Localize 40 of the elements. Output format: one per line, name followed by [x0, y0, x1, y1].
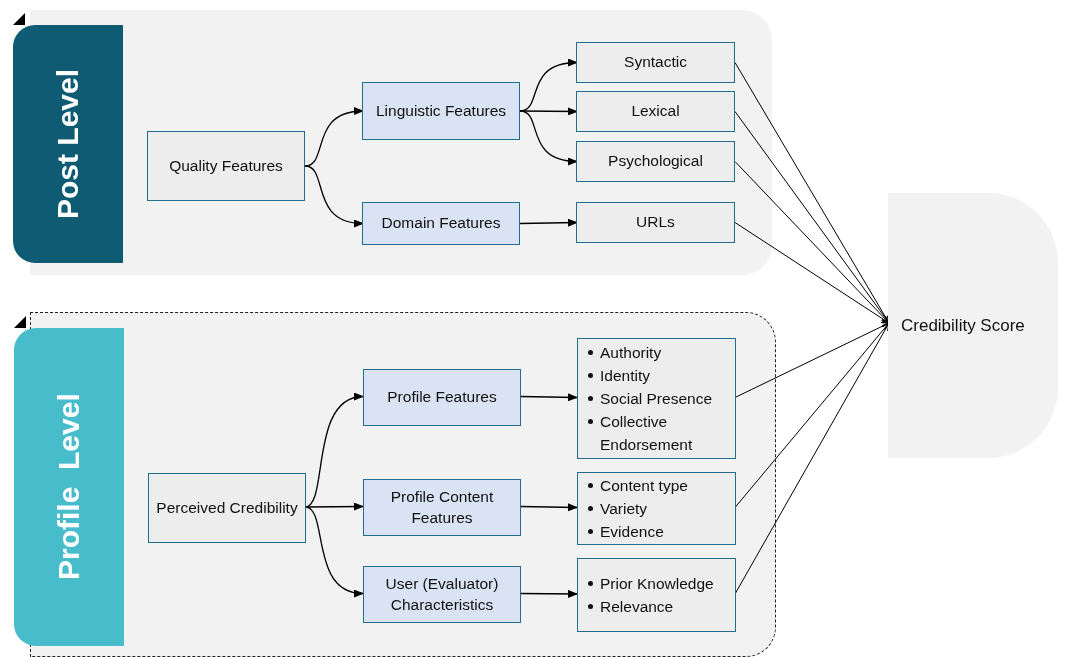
list-item: Content type: [600, 476, 688, 496]
arrow: [734, 321, 890, 398]
category-box: Profile Content Features: [363, 479, 521, 536]
process-box: Psychological: [576, 141, 735, 182]
process-box: URLs: [576, 202, 735, 243]
category-box: Domain Features: [362, 202, 520, 245]
bullet-list-box: [577, 472, 736, 545]
list-item: Evidence: [600, 522, 664, 542]
section-tab: Post Level: [13, 25, 123, 263]
category-box: Profile Features: [363, 369, 521, 426]
arrow: [734, 222, 890, 324]
process-box: Perceived Credibility: [148, 473, 306, 543]
list-item: Authority: [600, 343, 662, 363]
section-tab: Profile Level: [14, 328, 124, 646]
list-item: Prior Knowledge: [600, 574, 714, 594]
list-item: Collective Endorsement: [600, 412, 694, 455]
arrow: [519, 589, 578, 598]
list-item: Variety: [600, 499, 648, 519]
bullet-list-box: [577, 338, 736, 459]
arrow: [734, 111, 890, 324]
result-shape: Credibility Score: [888, 193, 1058, 458]
arrow: [304, 165, 364, 227]
category-box: User (Evaluator) Characteristics: [363, 566, 521, 623]
arrow: [734, 161, 890, 324]
arrow: [519, 107, 578, 116]
arrow: [304, 506, 364, 597]
arrow: [519, 110, 578, 165]
arrow: [519, 218, 578, 227]
process-box: Quality Features: [147, 131, 305, 201]
category-box: Linguistic Features: [362, 82, 520, 140]
arrow: [519, 393, 578, 402]
list-item: Identity: [600, 366, 650, 386]
arrow: [304, 107, 364, 167]
arrow: [734, 322, 890, 508]
arrow: [519, 503, 578, 512]
list-item: Relevance: [600, 597, 674, 617]
bullet-list-box: [577, 558, 736, 632]
process-box: Syntactic: [576, 42, 735, 83]
list-item: Social Presence: [600, 389, 712, 409]
process-box: Lexical: [576, 91, 735, 132]
